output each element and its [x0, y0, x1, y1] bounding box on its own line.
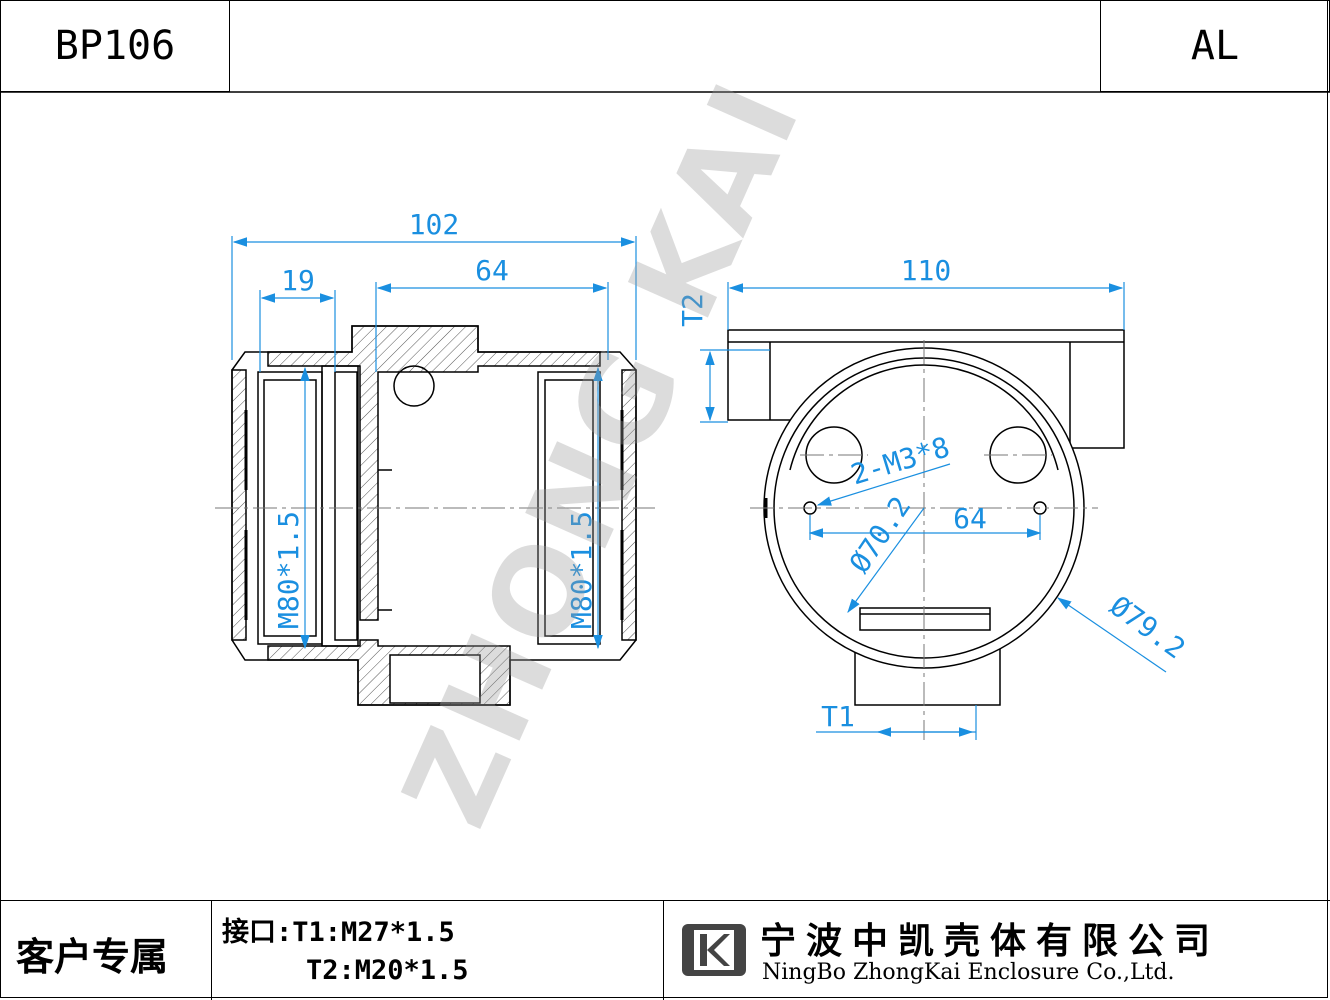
- front-dimensions: [700, 282, 1167, 740]
- ports-cell: 接口:T1:M27*1.5 T2:M20*1.5: [212, 900, 664, 1000]
- company-name-en: NingBo ZhongKai Enclosure Co.,Ltd.: [762, 960, 1175, 985]
- section-view: [231, 325, 637, 706]
- company-name-cn: 宁波中凯壳体有限公司: [760, 921, 1221, 962]
- dim-left-offset: 19: [281, 264, 315, 297]
- dim-t2: T2: [676, 293, 709, 327]
- front-view: [727, 329, 1125, 706]
- dim-center-span: 64: [475, 254, 509, 287]
- customer-label: 客户专属: [16, 934, 169, 979]
- dim-thread-left: M80*1.5: [272, 511, 305, 629]
- title-block: 客户专属 接口:T1:M27*1.5 T2:M20*1.5 宁波中凯壳体有限公司…: [0, 900, 1330, 1000]
- company-logo-icon: [682, 924, 746, 976]
- dim-thread-right: M80*1.5: [565, 511, 598, 629]
- technical-drawing: 102 19 64 M80*1.5 M80*1.5: [0, 61, 1330, 846]
- dim-t1: T1: [821, 700, 855, 733]
- dim-overall-width: 110: [901, 254, 952, 287]
- customer-cell: 客户专属: [0, 900, 212, 1000]
- ports-line-1: 接口:T1:M27*1.5: [222, 917, 455, 948]
- company-cell: 宁波中凯壳体有限公司 NingBo ZhongKai Enclosure Co.…: [664, 900, 1330, 1000]
- ports-line-2: T2:M20*1.5: [306, 955, 469, 986]
- dim-outer-diameter: Ø79.2: [1104, 589, 1192, 665]
- material-label: AL: [1190, 23, 1240, 69]
- dim-overall-length: 102: [409, 208, 460, 241]
- dim-hole-spacing: 64: [953, 502, 987, 535]
- model-number: BP106: [54, 23, 176, 69]
- section-dimensions: [231, 236, 637, 650]
